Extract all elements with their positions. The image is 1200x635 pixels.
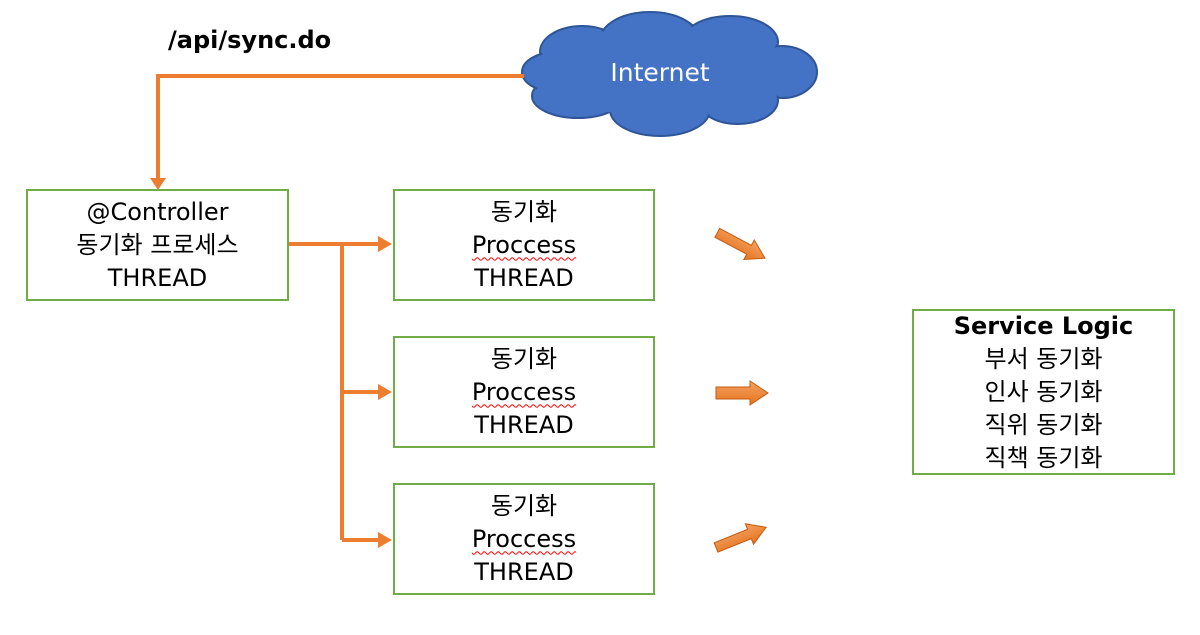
thread-1-arrowhead [378, 236, 392, 252]
block-arrow-2-icon [715, 380, 769, 406]
service-item-duty: 직책 동기화 [984, 443, 1103, 472]
thread-box-1-line1: 동기화 [490, 197, 558, 226]
thread-box-3-line3: THREAD [474, 557, 574, 586]
service-logic-box: Service Logic 부서 동기화 인사 동기화 직위 동기화 직책 동기… [912, 309, 1175, 475]
service-item-position: 직위 동기화 [984, 410, 1103, 439]
controller-box: @Controller 동기화 프로세스 THREAD [26, 189, 289, 301]
endpoint-label: /api/sync.do [168, 26, 332, 54]
thread-box-2-line3: THREAD [474, 410, 574, 439]
internet-cloud-icon [521, 11, 818, 137]
thread-box-3-line2: Proccess [471, 524, 577, 553]
controller-box-line1: @Controller [86, 197, 229, 226]
thread-box-3: 동기화 Proccess THREAD [393, 483, 655, 595]
thread-box-3-line1: 동기화 [490, 491, 558, 520]
thread-box-2-line2: Proccess [471, 377, 577, 406]
thread-box-1-line2: Proccess [471, 230, 577, 259]
service-logic-title: Service Logic [953, 311, 1134, 340]
block-arrow-1-icon [714, 227, 766, 261]
controller-box-line2: 동기화 프로세스 [76, 230, 239, 259]
thread-box-2-line1: 동기화 [490, 344, 558, 373]
thread-box-1-line3: THREAD [474, 263, 574, 292]
thread-2-arrowhead [378, 384, 392, 400]
internet-to-controller-connector [156, 74, 524, 180]
thread-box-2: 동기화 Proccess THREAD [393, 336, 655, 448]
service-item-department: 부서 동기화 [984, 344, 1103, 373]
controller-box-line3: THREAD [107, 263, 208, 292]
service-item-personnel: 인사 동기화 [984, 377, 1103, 406]
thread-box-1: 동기화 Proccess THREAD [393, 189, 655, 301]
controller-arrowhead [150, 178, 166, 190]
thread-3-arrowhead [378, 532, 392, 548]
block-arrow-3-icon [713, 523, 767, 553]
internet-label: Internet [610, 58, 710, 87]
